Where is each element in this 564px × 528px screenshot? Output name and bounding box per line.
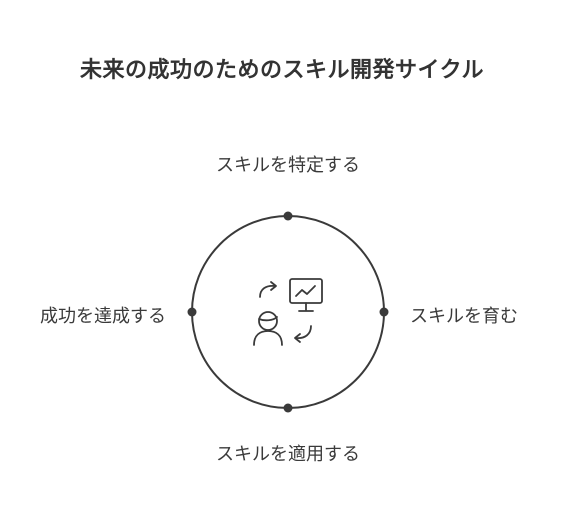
stage-node-bottom — [283, 403, 293, 413]
stage-node-top — [283, 211, 293, 221]
return-arrow-icon — [294, 325, 312, 343]
cycle-ring — [191, 215, 385, 409]
stage-node-right — [379, 307, 389, 317]
person-icon — [253, 311, 283, 346]
clockwise-arrow-icon — [259, 281, 277, 298]
stage-label-apply: スキルを適用する — [216, 444, 360, 465]
diagram-title: 未来の成功のためのスキル開発サイクル — [80, 58, 484, 83]
presentation-board-icon — [289, 278, 323, 312]
stage-label-achieve: 成功を達成する — [40, 306, 166, 327]
stage-label-nurture: スキルを育む — [410, 306, 518, 327]
stage-label-identify: スキルを特定する — [216, 155, 360, 176]
stage-node-left — [187, 307, 197, 317]
